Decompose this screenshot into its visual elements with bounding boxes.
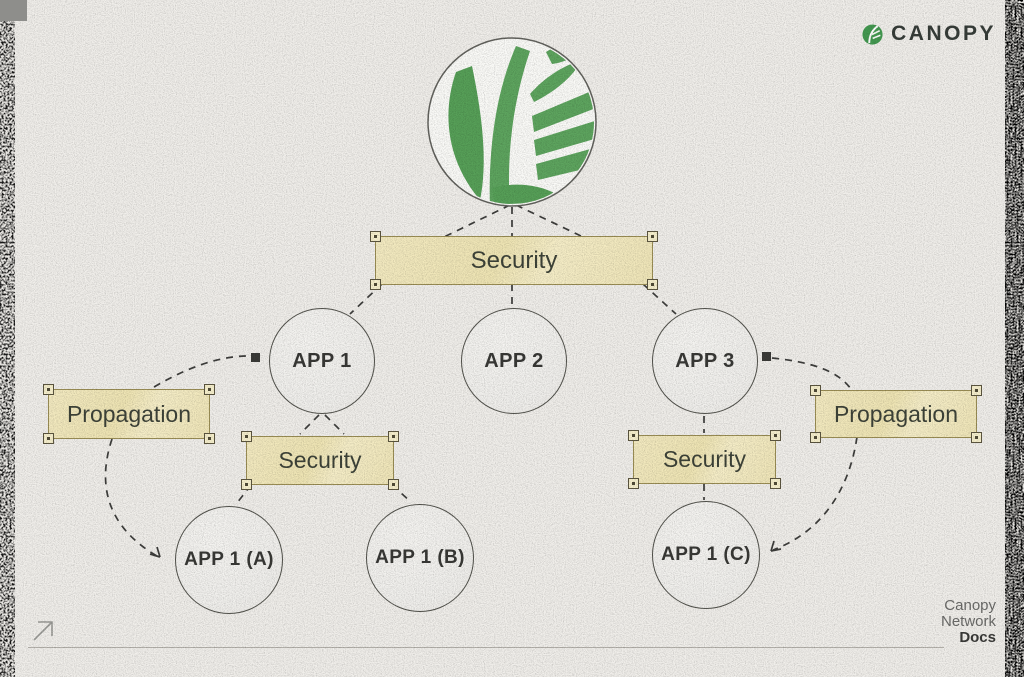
selection-handle (241, 479, 252, 490)
selection-handle (370, 231, 381, 242)
node-app1b-label: APP 1 (B) (375, 547, 465, 568)
footer-line-canopy: Canopy (944, 597, 996, 614)
canopy-leaf-logo (427, 37, 597, 207)
footer-line-network: Network (940, 613, 996, 630)
security-right-label: Security (662, 446, 747, 472)
security-root-label: Security (470, 246, 558, 274)
scan-artifact-right-edge (1005, 0, 1024, 677)
selection-handle (971, 432, 982, 443)
node-app3: APP 3 (652, 308, 758, 414)
node-app2: APP 2 (461, 308, 567, 414)
footer-line-docs: Docs (959, 629, 996, 646)
propagation-right-box: Propagation (810, 385, 982, 443)
arrow-up-right-icon (33, 621, 53, 641)
edge-propagationleft-anchor (153, 355, 247, 388)
canopy-leaf-icon (862, 23, 883, 45)
edge-logo-security-right (515, 204, 584, 238)
selection-handle (388, 431, 399, 442)
selection-handle (971, 385, 982, 396)
selection-handle (43, 433, 54, 444)
scan-artifact-top-left-block (0, 0, 27, 21)
propagation-left-box: Propagation (43, 384, 215, 444)
security-left-label: Security (278, 447, 362, 473)
propagation-right-label: Propagation (833, 400, 959, 427)
node-app1b: APP 1 (B) (366, 504, 474, 612)
edge-propagationright-app1c (772, 436, 858, 551)
brand-wordmark: CANOPY (891, 22, 996, 45)
security-left-box: Security (241, 431, 399, 490)
selection-handle (628, 430, 639, 441)
security-root-box: Security (370, 231, 658, 290)
selection-handle (370, 279, 381, 290)
node-app1a: APP 1 (A) (175, 506, 283, 614)
node-app1: APP 1 (269, 308, 375, 414)
arrowhead-app1c (770, 540, 782, 552)
node-app1c-label: APP 1 (C) (661, 544, 751, 565)
scan-artifact-left-edge (0, 0, 15, 677)
edge-app1-securityleft-b (324, 414, 345, 435)
selection-handle (810, 385, 821, 396)
arrowhead-app1a (149, 546, 161, 558)
footer-credits: Canopy Network Docs (941, 598, 996, 646)
selection-handle (388, 479, 399, 490)
selection-handle (810, 432, 821, 443)
selection-handle (770, 430, 781, 441)
footer-rule (28, 647, 944, 648)
propagation-left-label: Propagation (66, 400, 192, 427)
selection-handle (628, 478, 639, 489)
selection-handle (204, 433, 215, 444)
selection-handle (647, 231, 658, 242)
selection-handle (770, 478, 781, 489)
selection-handle (204, 384, 215, 395)
node-app3-label: APP 3 (675, 349, 735, 372)
node-app1c: APP 1 (C) (652, 501, 760, 609)
edge-propagationleft-app1a (104, 438, 158, 557)
connector-anchor-app3 (762, 352, 771, 361)
connector-anchor-app1 (251, 353, 260, 362)
node-app1a-label: APP 1 (A) (184, 549, 274, 570)
selection-handle (241, 431, 252, 442)
brand-logo: CANOPY (861, 22, 996, 46)
node-app2-label: APP 2 (484, 349, 544, 372)
canopy-network-root-logo (426, 36, 598, 208)
edge-logo-security-left (443, 204, 511, 238)
selection-handle (647, 279, 658, 290)
security-right-box: Security (628, 430, 781, 489)
node-app1-label: APP 1 (292, 349, 352, 372)
edge-app1-securityleft-a (299, 414, 320, 435)
selection-handle (43, 384, 54, 395)
